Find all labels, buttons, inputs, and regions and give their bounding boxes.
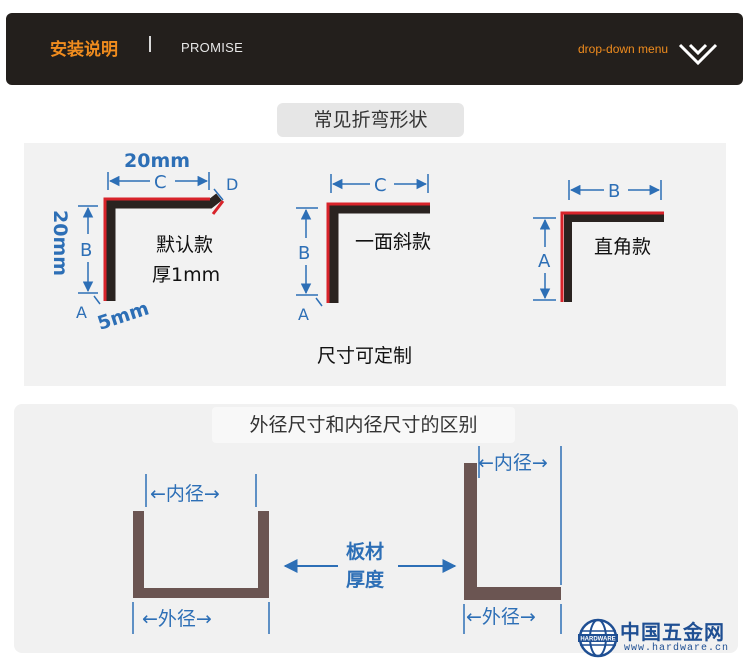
shape2-c-label: C [374,175,387,196]
shape2-b-label: B [298,243,310,264]
shape2-profile [329,204,430,303]
shape1-c-label: C [154,172,167,193]
header-divider [149,36,151,52]
section2-title: 外径尺寸和内径尺寸的区别 [212,407,515,443]
globe-icon: HARDWARE [578,618,618,658]
shape1-diagram: C 20mm D B 20mm A 5mm 默认款 厚1mm [49,150,238,335]
shape1-top-dim: 20mm [124,150,190,172]
shape1-label-line2: 厚1mm [152,264,220,286]
shape3-a-label: A [538,251,551,272]
board-thickness-line2: 厚度 [346,568,385,591]
dropdown-menu-link[interactable]: drop-down menu [578,42,669,56]
l-outer-label: ←外径→ [466,606,536,628]
logo-brand: 中国五金网 [620,620,725,644]
shape2-diagram: C B A 一面斜款 [296,174,431,324]
shape1-b-label: B [80,240,92,261]
shape2-a-label: A [298,305,309,324]
shape3-b-label: B [608,181,620,202]
custom-size-label: 尺寸可定制 [317,345,412,367]
shape3-label: 直角款 [594,236,651,258]
shape1-bottom-dim: 5mm [95,298,152,335]
hardware-cn-logo[interactable]: HARDWARE 中国五金网 www.hardware.cn [578,616,744,662]
header-bar: 安装说明 PROMISE drop-down menu [6,13,743,85]
u-channel-diagram: ←内径→ ←外径→ [132,474,270,634]
u-channel-profile [133,511,269,598]
shape1-side-dim: 20mm [49,210,71,276]
globe-text: HARDWARE [580,637,615,643]
shape3-diagram: B A 直角款 [533,180,664,302]
l-inner-label: ←内径→ [478,452,548,474]
header-title: 安装说明 [50,40,118,60]
chevron-down-icon[interactable] [678,43,718,67]
shape1-label-line1: 默认款 [156,234,213,256]
l-profile-diagram: ←内径→ ←外径→ [463,446,562,634]
shape1-d-label: D [226,175,238,194]
u-outer-label: ←外径→ [142,608,212,630]
logo-url: www.hardware.cn [624,643,730,654]
shape1-a-label: A [76,303,87,322]
l-profile-profile [464,463,561,600]
header-promise: PROMISE [181,40,244,55]
bend-shapes-panel [24,143,726,386]
shape1-profile [106,193,222,301]
section1-title: 常见折弯形状 [277,103,464,137]
shape3-profile [564,214,664,302]
u-inner-label: ←内径→ [150,483,220,505]
shape2-label: 一面斜款 [355,231,431,253]
board-thickness-line1: 板材 [346,540,384,563]
